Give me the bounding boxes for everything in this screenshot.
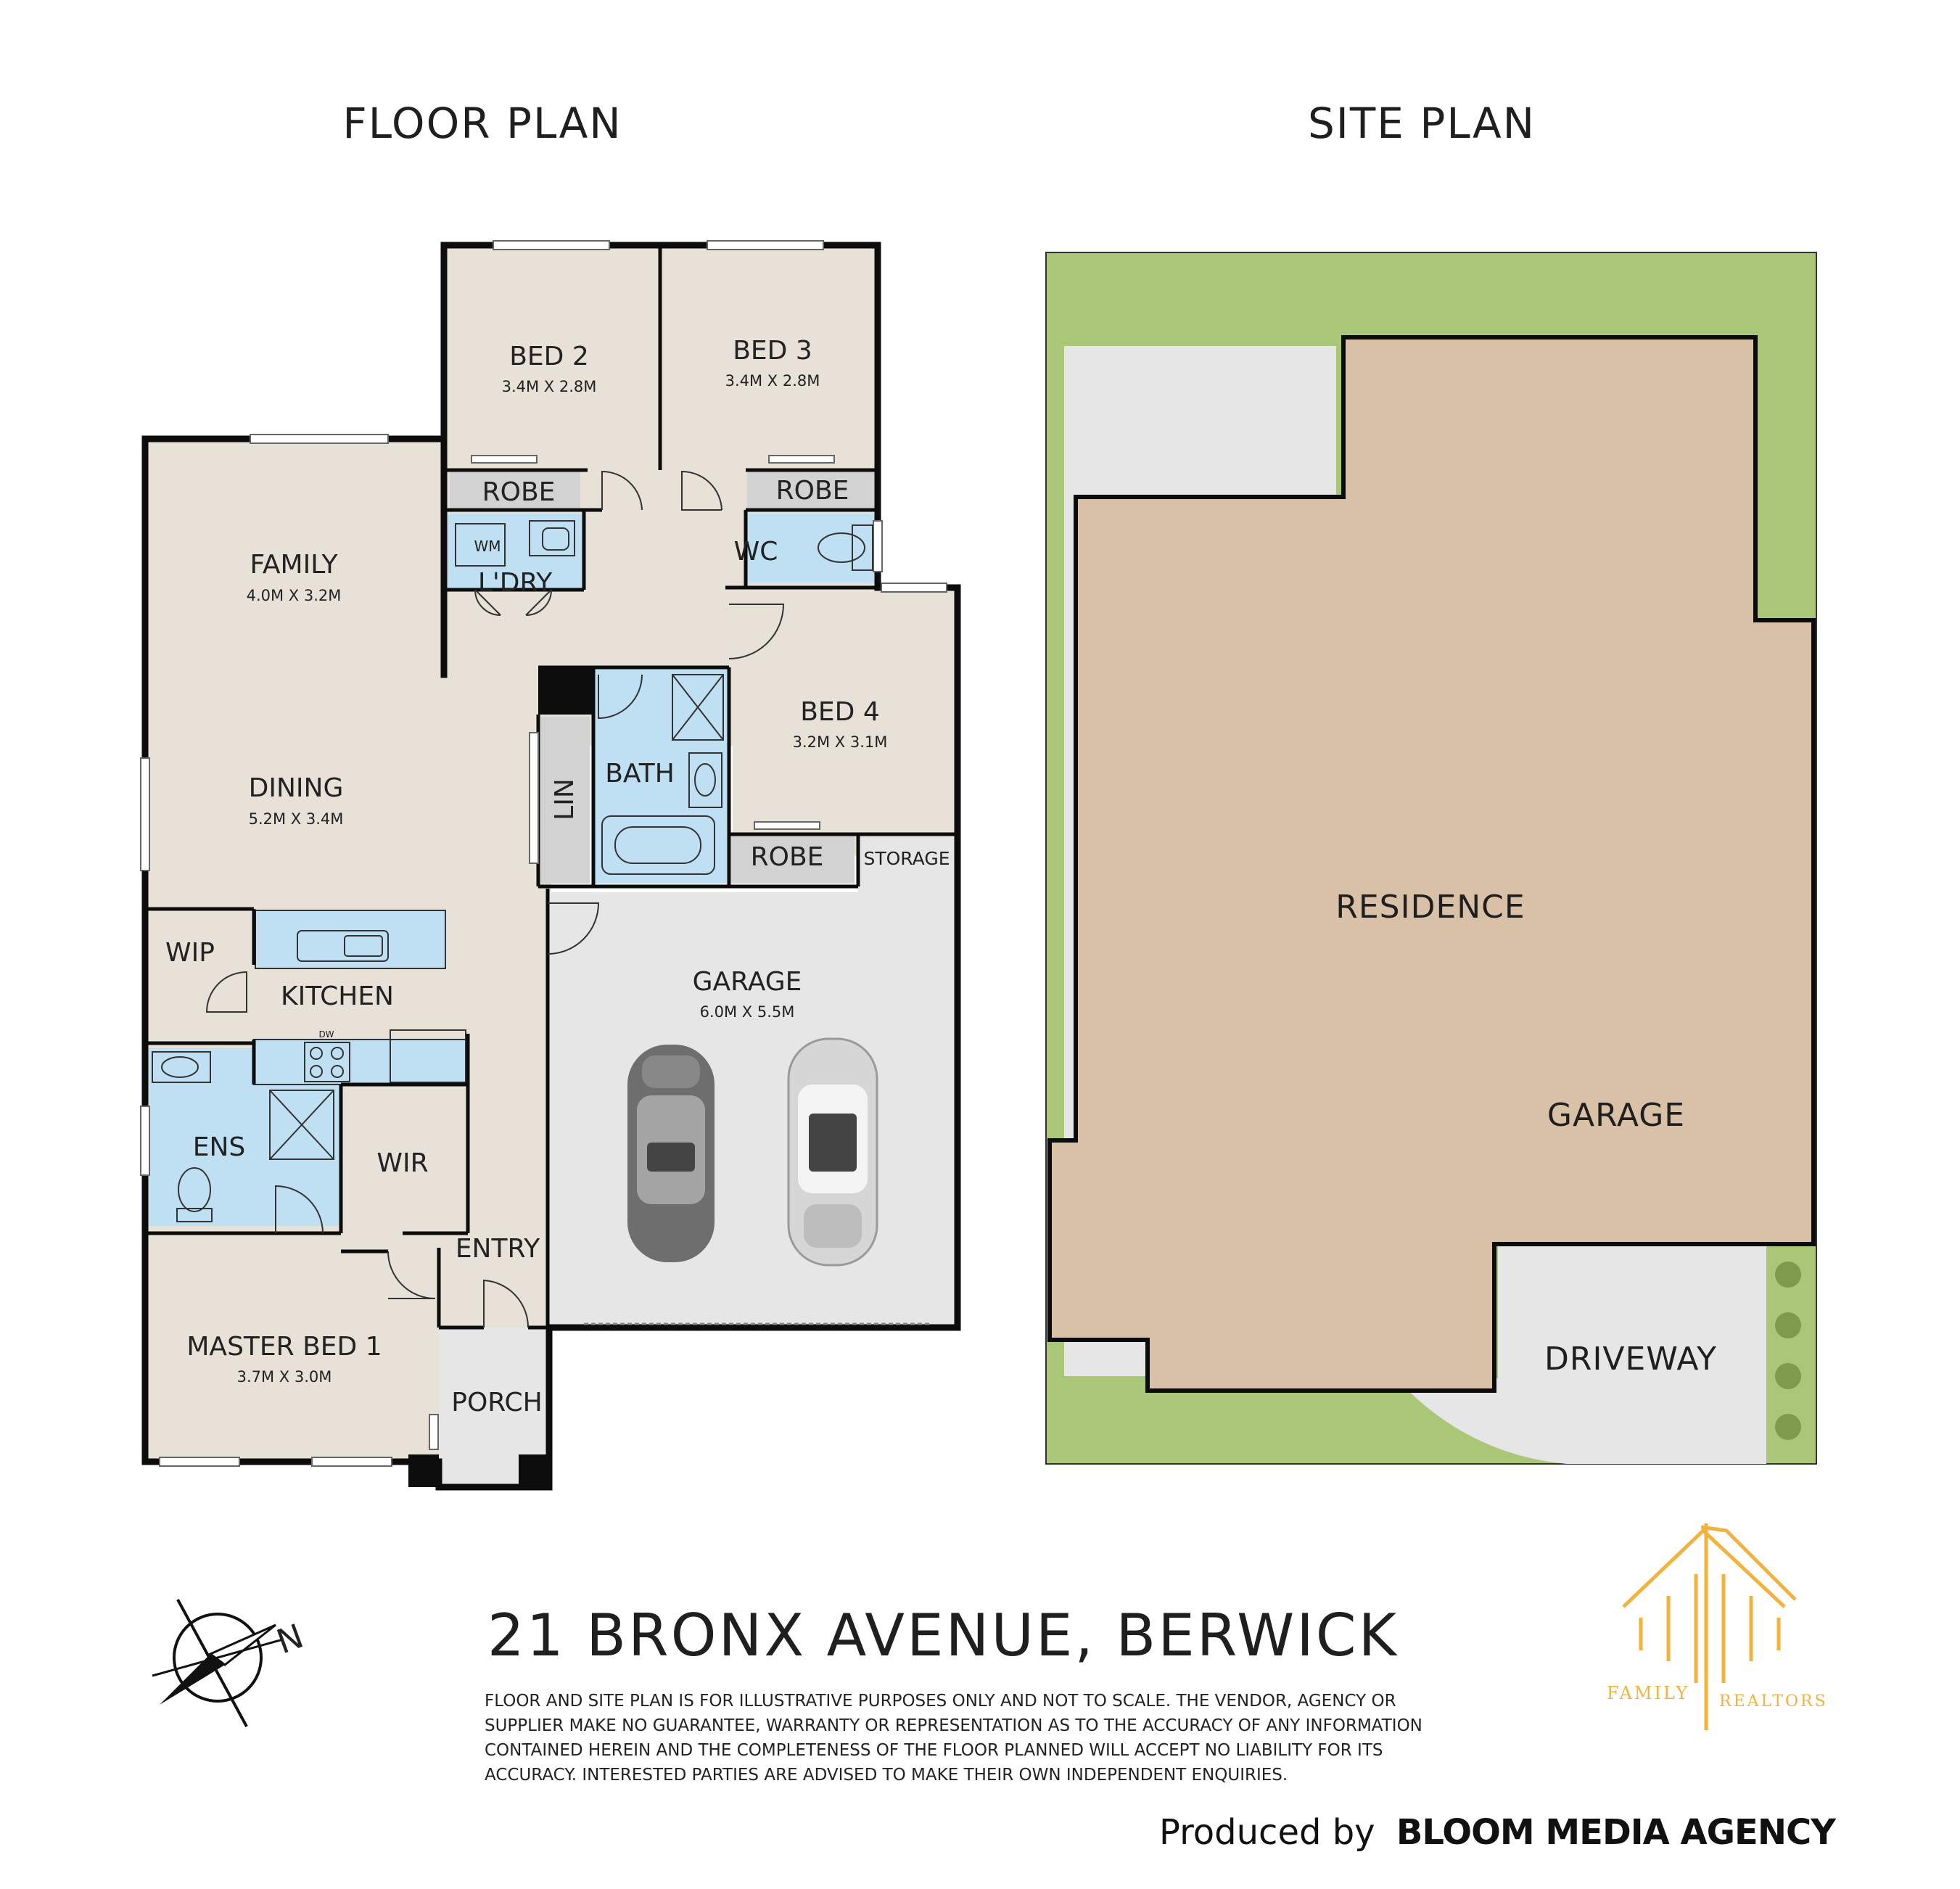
site-residence: [1047, 335, 1816, 1393]
svg-text:SUPPLIER MAKE NO GUARANTEE, WA: SUPPLIER MAKE NO GUARANTEE, WARRANTY OR …: [485, 1716, 1422, 1735]
floor-plan-heading: FLOOR PLAN: [342, 99, 622, 148]
laundry-label: L'DRY: [478, 568, 553, 598]
porch-label: PORCH: [451, 1388, 542, 1417]
fixtures: [152, 520, 873, 1222]
master-bed-label: MASTER BED 1: [186, 1332, 382, 1362]
credit-agency: BLOOM MEDIA AGENCY: [1396, 1812, 1837, 1853]
bed4-label: BED 4: [800, 697, 880, 727]
wip-label: WIP: [165, 938, 215, 968]
storage-label: STORAGE: [863, 848, 950, 869]
disclaimer: FLOOR AND SITE PLAN IS FOR ILLUSTRATIVE …: [485, 1692, 1422, 1785]
svg-text:REALTORS: REALTORS: [1719, 1692, 1828, 1711]
robe-bed2-label: ROBE: [482, 477, 556, 507]
svg-text:FLOOR AND SITE PLAN IS FOR ILL: FLOOR AND SITE PLAN IS FOR ILLUSTRATIVE …: [485, 1692, 1396, 1711]
kitchen-island: [255, 910, 446, 969]
bed3-label: BED 3: [733, 336, 812, 366]
credit-prefix: Produced by: [1159, 1812, 1375, 1853]
kitchen-bench: [253, 1039, 466, 1085]
kitchen-label: KITCHEN: [281, 981, 394, 1011]
bed2-dims: 3.4M X 2.8M: [502, 378, 597, 395]
garage-label: GARAGE: [693, 967, 802, 997]
master-bed-dims: 3.7M X 3.0M: [237, 1368, 332, 1386]
car-light: [787, 1037, 878, 1267]
svg-text:ACCURACY. INTERESTED PARTIES A: ACCURACY. INTERESTED PARTIES ARE ADVISED…: [485, 1766, 1288, 1785]
site-driveway-label: DRIVEWAY: [1544, 1341, 1717, 1378]
family-realtors-logo: FAMILY REALTORS: [1607, 1523, 1828, 1730]
site-plan: RESIDENCE GARAGE DRIVEWAY: [1045, 252, 1817, 1465]
site-residence-label: RESIDENCE: [1335, 889, 1525, 926]
bed4-dims: 3.2M X 3.1M: [793, 733, 888, 751]
dishwasher-label: DW: [318, 1029, 334, 1040]
linen-label: LIN: [550, 778, 580, 820]
wc-label: WC: [734, 537, 778, 567]
family-dims: 4.0M X 3.2M: [247, 587, 342, 604]
wir-label: WIR: [376, 1148, 428, 1178]
site-shrubs: [1775, 1262, 1801, 1440]
bath-area: [595, 669, 729, 884]
bed2-label: BED 2: [509, 342, 589, 371]
doors: [205, 470, 785, 1328]
interior-walls: [145, 245, 958, 1330]
garage-floor: [548, 892, 958, 1328]
site-plan-heading: SITE PLAN: [1308, 99, 1536, 148]
car-dark: [627, 1045, 715, 1262]
robe-bed4-label: ROBE: [751, 842, 824, 872]
north-arrow-icon: [152, 1599, 284, 1727]
site-garage-label: GARAGE: [1547, 1097, 1685, 1134]
property-address: 21 BRONX AVENUE, BERWICK: [487, 1602, 1399, 1669]
washing-machine-label: WM: [474, 538, 501, 555]
produced-by-credit: Produced by BLOOM MEDIA AGENCY: [1159, 1812, 1837, 1853]
floor-plan: DW: [140, 240, 961, 1491]
svg-text:CONTAINED HEREIN AND THE COMPL: CONTAINED HEREIN AND THE COMPLETENESS OF…: [485, 1741, 1383, 1760]
laundry-area: [448, 514, 583, 590]
dining-dims: 5.2M X 3.4M: [249, 810, 344, 828]
family-label: FAMILY: [250, 550, 339, 580]
north-label: N: [271, 1616, 308, 1662]
site-driveway: [1394, 1244, 1766, 1464]
ensuite-label: ENS: [193, 1132, 246, 1162]
dining-label: DINING: [249, 773, 344, 803]
svg-text:FAMILY: FAMILY: [1607, 1683, 1689, 1703]
bed3-dims: 3.4M X 2.8M: [725, 372, 820, 390]
entry-label: ENTRY: [456, 1234, 540, 1264]
robe-bed3-label: ROBE: [776, 476, 849, 506]
windows: [140, 240, 947, 1467]
bath-label: BATH: [605, 759, 675, 789]
garage-dims: 6.0M X 5.5M: [700, 1003, 795, 1021]
